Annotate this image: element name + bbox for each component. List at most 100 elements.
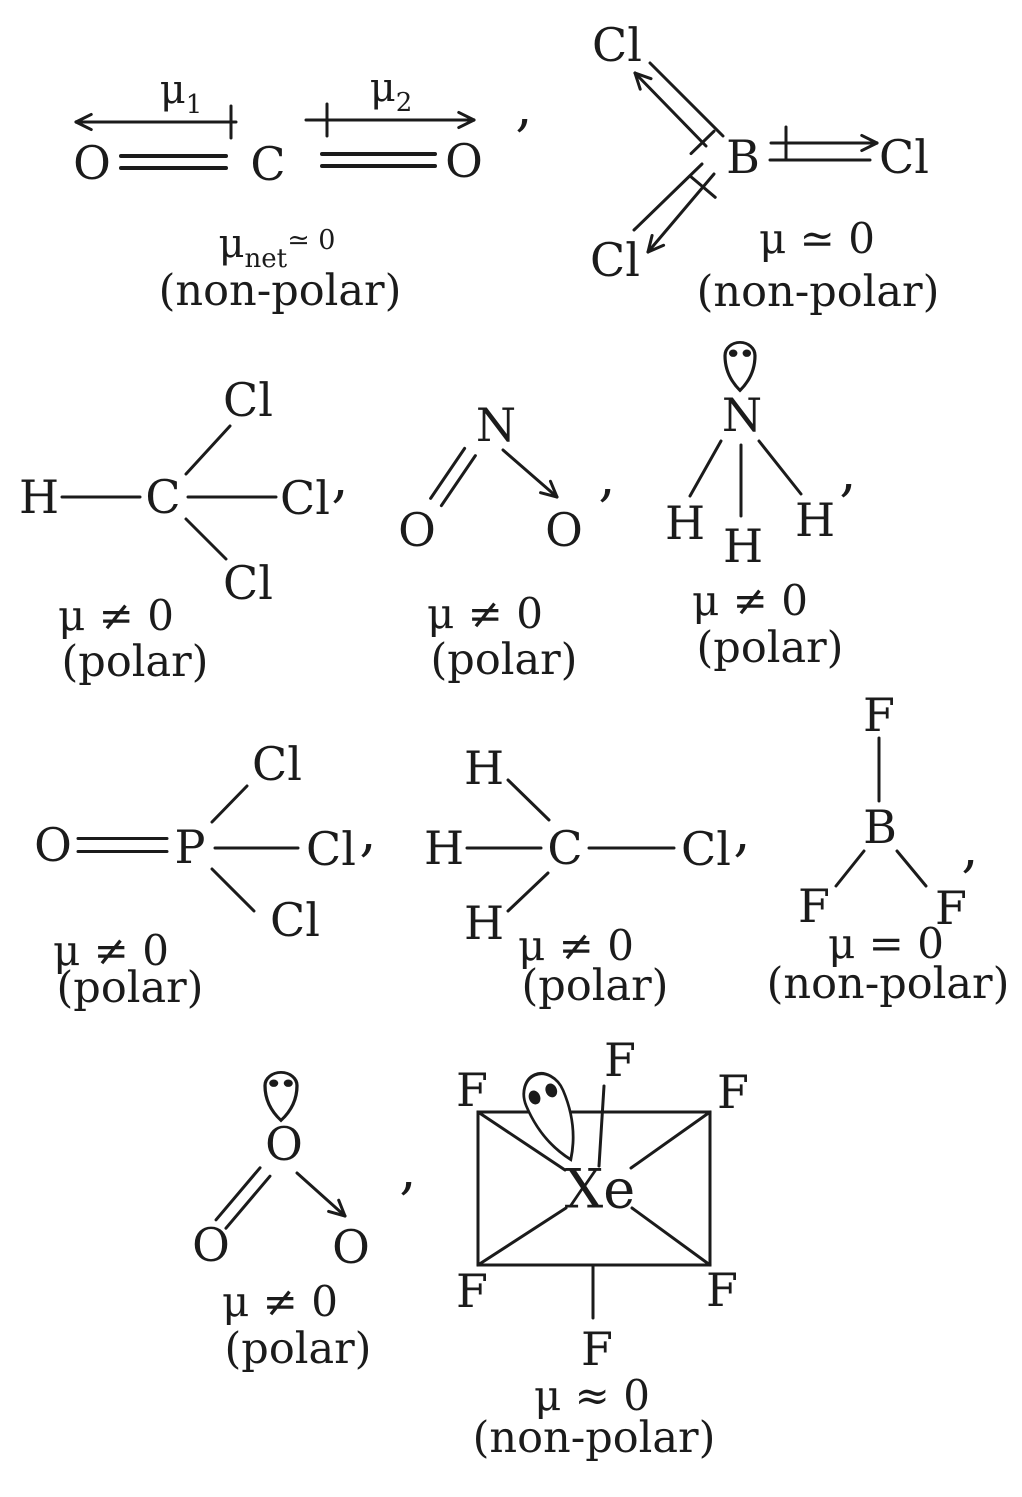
atom-label: F: [456, 1063, 488, 1117]
atom-label: Cl: [306, 822, 356, 876]
dipole-arrow-head: [457, 110, 476, 122]
lone-pair-dot: [283, 1079, 293, 1087]
atom-label: Cl: [223, 556, 273, 610]
dipole-cross-tick: [689, 129, 716, 156]
atom-label: Cl: [592, 18, 642, 72]
atom-label: B: [726, 130, 760, 184]
atom-label: O: [545, 503, 583, 557]
atom-label: B: [863, 800, 897, 854]
atom-label: N: [722, 388, 762, 442]
lone-pair-dot: [728, 349, 738, 357]
lone-pair-outline: [522, 1071, 575, 1162]
mu-label: μ = 0: [828, 919, 944, 968]
atom-label: F: [706, 1263, 738, 1317]
dipole-arrow-shaft: [295, 1171, 347, 1218]
dipole-arrow-head: [457, 118, 476, 130]
polarity-label: (polar): [62, 637, 209, 687]
dipole-arrow-head: [646, 233, 654, 254]
polarity-label: (polar): [431, 635, 578, 685]
bond-line: [632, 162, 704, 232]
atom-label: H: [19, 470, 59, 524]
separator-comma: ,: [399, 1138, 416, 1201]
atom-label: F: [863, 688, 895, 742]
polarity-label: (non-polar): [697, 267, 940, 317]
separator-comma: ,: [331, 446, 348, 509]
mu1-label: μ1: [160, 67, 203, 120]
lone-pair-dot: [742, 349, 752, 357]
dipole-arrow-head: [327, 1209, 347, 1218]
atom-label: O: [332, 1220, 370, 1274]
atom-label: F: [581, 1322, 613, 1376]
separator-comma: ,: [359, 800, 376, 863]
atom-label: P: [175, 820, 206, 874]
atom-label: H: [795, 493, 835, 547]
bond-line: [648, 61, 725, 138]
polarity-label: (polar): [57, 963, 204, 1013]
polarity-label: (non-polar): [159, 266, 402, 316]
dipole-arrow-head: [337, 1198, 347, 1218]
bond-line: [630, 1206, 712, 1267]
bond-line: [895, 849, 928, 888]
polarity-label: (polar): [522, 961, 669, 1011]
polarity-label: (polar): [225, 1324, 372, 1374]
bond-line: [210, 867, 256, 913]
atom-label: H: [464, 741, 504, 795]
polarity-label: (non-polar): [767, 959, 1010, 1009]
double-bond-line: [429, 446, 467, 500]
polarity-label: (non-polar): [473, 1413, 716, 1463]
dipole-arrow-head: [74, 120, 93, 132]
lone-pair-icon: [723, 341, 757, 393]
atom-label: F: [798, 879, 830, 933]
bond-line: [834, 849, 866, 888]
bond-line: [629, 1110, 712, 1170]
bond-line: [184, 517, 228, 561]
bond-line: [476, 1110, 567, 1172]
dipole-arrow-head: [633, 71, 642, 91]
lone-pair-outline: [263, 1071, 299, 1123]
atom-label: F: [935, 881, 967, 935]
atom-label: F: [717, 1065, 749, 1119]
atom-label: O: [265, 1117, 303, 1171]
dipole-arrow-shaft: [501, 448, 559, 499]
dipole-arrow-shaft: [633, 71, 708, 148]
atom-label: O: [398, 503, 436, 557]
dipole-arrow-head: [860, 133, 879, 145]
mu-label: μnet≃ 0: [219, 221, 336, 274]
atom-label: H: [464, 896, 504, 950]
atom-label: F: [604, 1033, 636, 1087]
mu-label: μ ≠ 0: [222, 1277, 338, 1326]
bond-line: [688, 439, 723, 498]
bond-line: [506, 871, 550, 913]
dipole-arrow-head: [539, 491, 559, 499]
atom-label: Cl: [879, 130, 929, 184]
lone-pair-dot: [269, 1079, 279, 1087]
atom-label: H: [665, 496, 705, 550]
mu-label: μ ≃ 0: [759, 214, 875, 263]
polarity-label: (polar): [697, 623, 844, 673]
bond-line: [184, 424, 232, 476]
mu-label: μ ≠ 0: [58, 591, 174, 640]
dipole-arrow-head: [646, 243, 666, 254]
lone-pair-icon: [263, 1071, 299, 1123]
atom-label: O: [192, 1218, 230, 1272]
atom-label: Cl: [681, 822, 731, 876]
dipole-arrow-head: [633, 71, 653, 81]
atom-label: C: [250, 137, 285, 191]
bond-line: [506, 778, 551, 822]
dipole-arrow-head: [548, 479, 559, 499]
lone-pair-dot: [528, 1090, 541, 1105]
mu-label: μ ≠ 0: [518, 921, 634, 970]
atom-label: N: [476, 398, 516, 452]
bond-line: [597, 1084, 606, 1168]
atom-label: Cl: [590, 233, 640, 287]
mu-label: μ ≠ 0: [53, 926, 169, 975]
lone-pair-dot: [545, 1083, 558, 1098]
